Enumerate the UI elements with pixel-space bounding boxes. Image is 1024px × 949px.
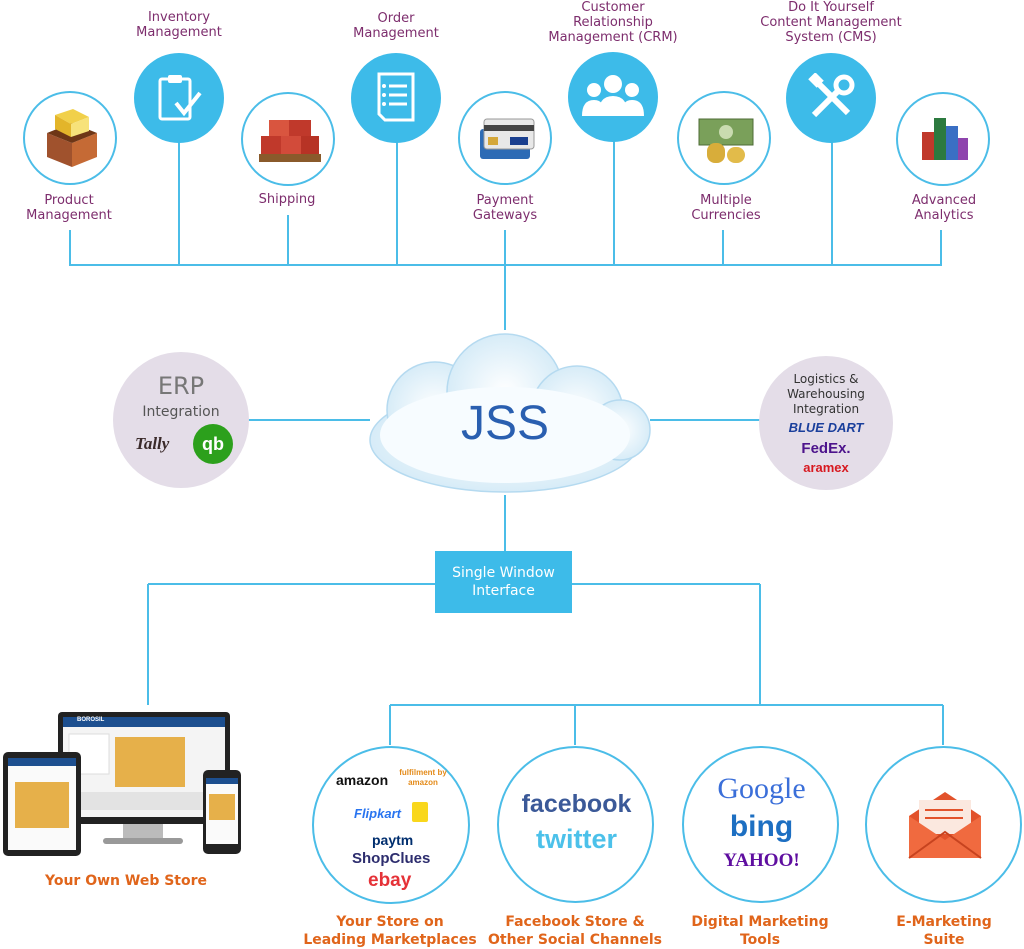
tally-logo: Tally xyxy=(135,434,170,453)
jss-title: JSS xyxy=(460,397,550,450)
ebay-logo: ebay xyxy=(368,870,412,891)
fedex-logo: FedEx. xyxy=(801,440,851,457)
multiple-currencies-circle xyxy=(677,91,771,185)
logistics-label: Logistics & Warehousing Integration xyxy=(787,372,865,416)
erp-subtitle: Integration xyxy=(142,404,220,420)
bar-chart-icon xyxy=(922,118,968,160)
bing-logo: bing xyxy=(729,810,794,843)
jss-cloud xyxy=(369,333,651,493)
payment-gateways-circle xyxy=(458,91,552,185)
inventory-management-circle xyxy=(134,53,224,143)
quickbooks-logo: qb xyxy=(193,424,233,464)
aramex-logo: aramex xyxy=(803,460,849,475)
paytm-logo: paytm xyxy=(372,832,414,848)
borosil-brand: BOROSIL xyxy=(77,717,105,723)
flipkart-logo: Flipkart xyxy=(354,806,401,821)
advanced-analytics-circle xyxy=(896,92,990,186)
emarketing-circle xyxy=(865,746,1022,903)
tools-icon xyxy=(808,73,855,118)
clipboard-check-icon xyxy=(158,75,202,121)
marketplaces-circle: amazon fulfilment by amazon Flipkart pay… xyxy=(312,746,470,904)
erp-integration-circle: ERP Integration Tally qb xyxy=(113,352,249,488)
flipkart-bag-icon xyxy=(412,802,428,822)
web-store-devices-image xyxy=(3,712,241,856)
pallet-boxes-icon xyxy=(259,120,321,162)
order-management-circle xyxy=(351,53,441,143)
facebook-logo: facebook xyxy=(521,790,632,818)
label-social-channels: Facebook Store &Other Social Channels xyxy=(487,914,662,948)
label-shipping: Shipping xyxy=(258,192,316,207)
amazon-logo: amazon xyxy=(336,772,389,788)
yahoo-logo: YAHOO! xyxy=(723,850,800,871)
digital-marketing-circle: Google bing YAHOO! xyxy=(682,746,839,903)
product-management-circle xyxy=(23,91,117,185)
cms-circle xyxy=(786,53,876,143)
users-group-icon xyxy=(582,75,644,116)
money-coins-icon xyxy=(698,118,754,163)
bluedart-logo: BLUE DART xyxy=(788,420,864,435)
fulfilment-by-amazon-logo: fulfilment by amazon xyxy=(399,768,447,787)
envelope-icon xyxy=(908,792,982,859)
logistics-circle: Logistics & Warehousing Integration BLUE… xyxy=(759,356,893,490)
erp-title: ERP xyxy=(157,372,205,400)
order-document-icon xyxy=(377,72,415,122)
google-logo: Google xyxy=(717,772,806,805)
open-box-icon xyxy=(47,109,97,167)
shipping-circle xyxy=(241,92,335,186)
crm-circle xyxy=(568,52,658,142)
credit-cards-icon xyxy=(480,118,535,159)
shopclues-logo: ShopClues xyxy=(352,850,431,867)
twitter-logo: twitter xyxy=(536,824,617,854)
social-channels-circle: facebook twitter xyxy=(497,746,654,903)
label-web-store: Your Own Web Store xyxy=(44,873,208,889)
